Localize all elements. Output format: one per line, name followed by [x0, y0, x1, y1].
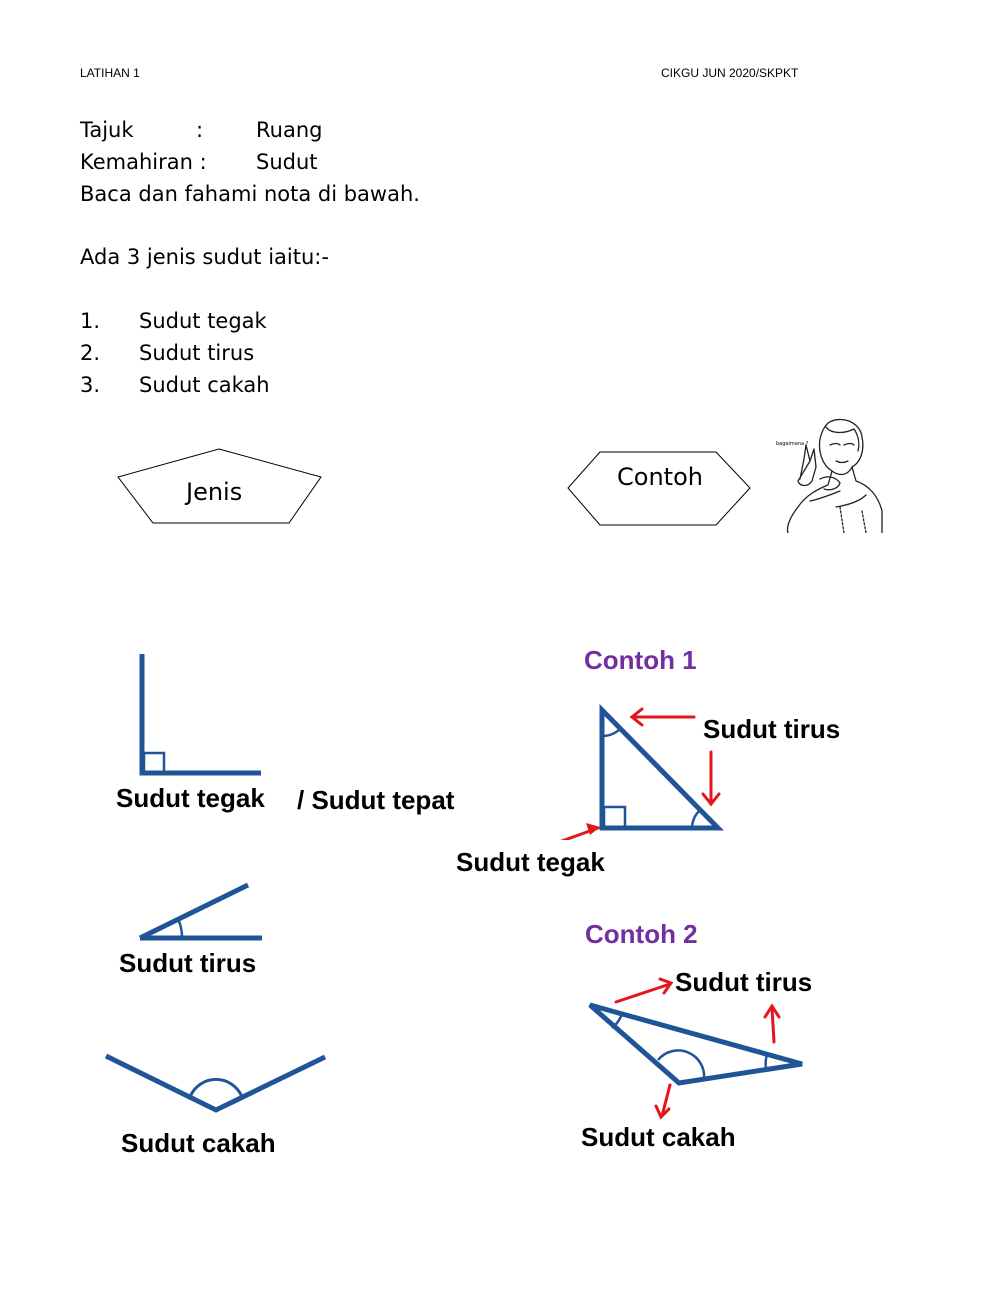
- tajuk-colon: :: [196, 118, 204, 142]
- kemahiran-label: Kemahiran :: [80, 150, 207, 174]
- label-sudut-tirus: Sudut tirus: [119, 948, 257, 978]
- tajuk-label: Tajuk: [80, 118, 134, 142]
- contoh2-triangle: [588, 1002, 803, 1086]
- contoh1-label-tirus: Sudut tirus: [703, 714, 841, 744]
- list-item-1: Sudut tegak: [139, 309, 267, 333]
- contoh2-label-cakah: Sudut cakah: [581, 1122, 736, 1152]
- list-item-3: Sudut cakah: [139, 373, 270, 397]
- list-item-2: Sudut tirus: [139, 341, 255, 365]
- contoh2-label-tirus: Sudut tirus: [675, 967, 813, 997]
- contoh-hexagon: [567, 451, 751, 526]
- acute-angle-diagram: [138, 882, 262, 941]
- intro-text: Ada 3 jenis sudut iaitu:-: [80, 245, 329, 269]
- label-sudut-tegak: Sudut tegak: [116, 783, 265, 813]
- label-sudut-tepat: / Sudut tepat: [297, 785, 455, 815]
- sign-language-illustration: bagaimana ?: [776, 418, 883, 533]
- header-left: LATIHAN 1: [80, 66, 140, 80]
- contoh1-title: Contoh 1: [584, 645, 697, 675]
- list-num-2: 2.: [80, 341, 101, 365]
- jenis-pentagon: [117, 448, 322, 524]
- tajuk-value: Ruang: [256, 118, 323, 142]
- svg-text:bagaimana ?: bagaimana ?: [776, 441, 809, 447]
- label-sudut-cakah: Sudut cakah: [121, 1128, 276, 1158]
- obtuse-angle-diagram: [104, 1053, 327, 1113]
- kemahiran-value: Sudut: [256, 150, 318, 174]
- contoh1-triangle: [599, 703, 724, 831]
- right-angle-diagram: [139, 654, 261, 776]
- jenis-label: Jenis: [186, 478, 243, 506]
- list-num-3: 3.: [80, 373, 101, 397]
- contoh2-arrows: [614, 977, 781, 1120]
- instruction-text: Baca dan fahami nota di bawah.: [80, 182, 420, 206]
- list-num-1: 1.: [80, 309, 101, 333]
- header-right: CIKGU JUN 2020/SKPKT: [661, 66, 799, 80]
- contoh-label: Contoh: [617, 463, 703, 491]
- contoh2-title: Contoh 2: [585, 919, 698, 949]
- contoh1-label-tegak: Sudut tegak: [456, 847, 605, 877]
- contoh1-arrows: [560, 707, 721, 840]
